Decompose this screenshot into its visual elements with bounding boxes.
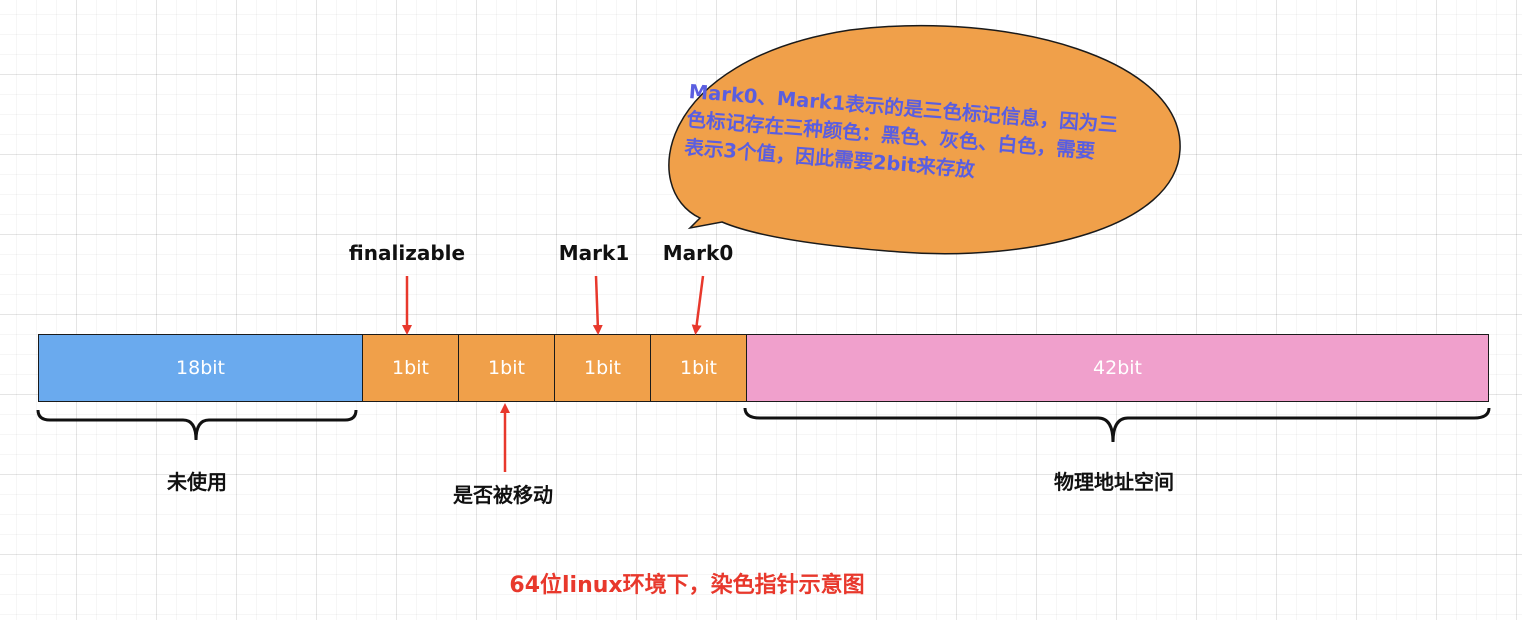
pointer-bit-bar: 18bit 1bit 1bit 1bit 1bit 42bit bbox=[38, 334, 1489, 402]
physical-address-label: 物理地址空间 bbox=[1054, 470, 1174, 494]
mark0-label: Mark0 bbox=[662, 241, 734, 265]
mark0-arrow bbox=[691, 275, 705, 335]
segment-remapped-bit: 1bit bbox=[458, 335, 554, 401]
segment-finalizable-bit: 1bit bbox=[362, 335, 458, 401]
moved-label: 是否被移动 bbox=[453, 483, 553, 507]
unused-brace bbox=[36, 409, 358, 441]
speech-bubble bbox=[668, 24, 1181, 255]
segment-mark0-bit: 1bit bbox=[650, 335, 746, 401]
mark1-label: Mark1 bbox=[558, 241, 630, 265]
address-brace bbox=[743, 407, 1491, 443]
segment-address-42bit: 42bit bbox=[746, 335, 1488, 401]
diagram-caption: 64位linux环境下，染色指针示意图 bbox=[509, 573, 865, 598]
mark1-arrow bbox=[592, 275, 603, 335]
segment-mark1-bit: 1bit bbox=[554, 335, 650, 401]
finalizable-label: finalizable bbox=[348, 241, 466, 265]
unused-label: 未使用 bbox=[167, 470, 227, 494]
segment-unused-18bit: 18bit bbox=[39, 335, 362, 401]
